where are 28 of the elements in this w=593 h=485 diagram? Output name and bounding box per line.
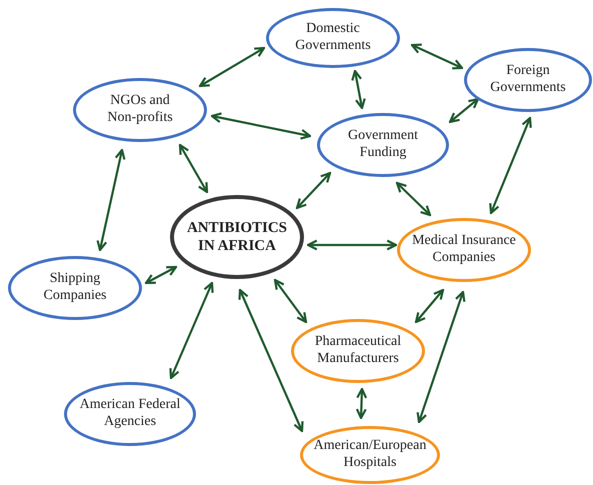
double-arrow <box>198 46 266 88</box>
node-label: ANTIBIOTICS IN AFRICA <box>186 219 288 255</box>
node-label: NGOs and Non-profits <box>106 93 174 127</box>
double-arrow <box>356 388 368 420</box>
node-label: American/European Hospitals <box>312 438 428 472</box>
double-arrow <box>169 282 214 380</box>
double-arrow <box>96 148 126 252</box>
double-arrow <box>274 278 308 324</box>
node-label: Foreign Governments <box>489 63 567 97</box>
double-arrow <box>414 288 444 324</box>
double-arrow <box>410 44 464 70</box>
double-arrow <box>306 240 398 250</box>
node-label: Pharmaceutical Manufacturers <box>314 334 402 368</box>
double-arrow <box>396 182 432 216</box>
double-arrow <box>448 98 480 124</box>
double-arrow <box>351 70 366 110</box>
double-arrow <box>210 112 312 140</box>
node-label: Government Funding <box>347 128 419 162</box>
double-arrow <box>144 266 178 284</box>
double-arrow <box>416 290 466 424</box>
double-arrow <box>296 172 332 210</box>
node-label: American Federal Agencies <box>78 397 182 431</box>
node-label: Medical Insurance Companies <box>411 233 517 267</box>
double-arrow <box>238 288 304 432</box>
node-label: Shipping Companies <box>42 271 108 305</box>
double-arrow <box>178 144 208 194</box>
node-label: Domestic Governments <box>294 21 372 55</box>
double-arrow <box>489 116 532 214</box>
